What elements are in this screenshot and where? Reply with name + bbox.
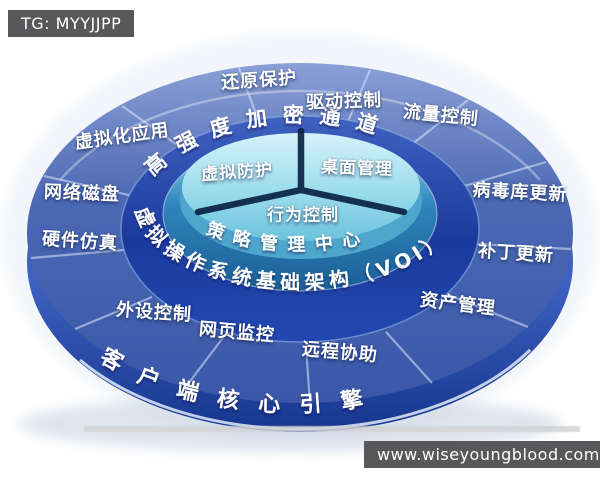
photo-edge-strip [84,426,580,432]
outer-top-highlight [59,89,541,181]
segment-seams [30,67,572,405]
watermark-telegram: TG: MYYJJPP [8,10,135,37]
watermark-website: www.wiseyoungblood.com [364,441,600,468]
core-divider [194,127,408,216]
